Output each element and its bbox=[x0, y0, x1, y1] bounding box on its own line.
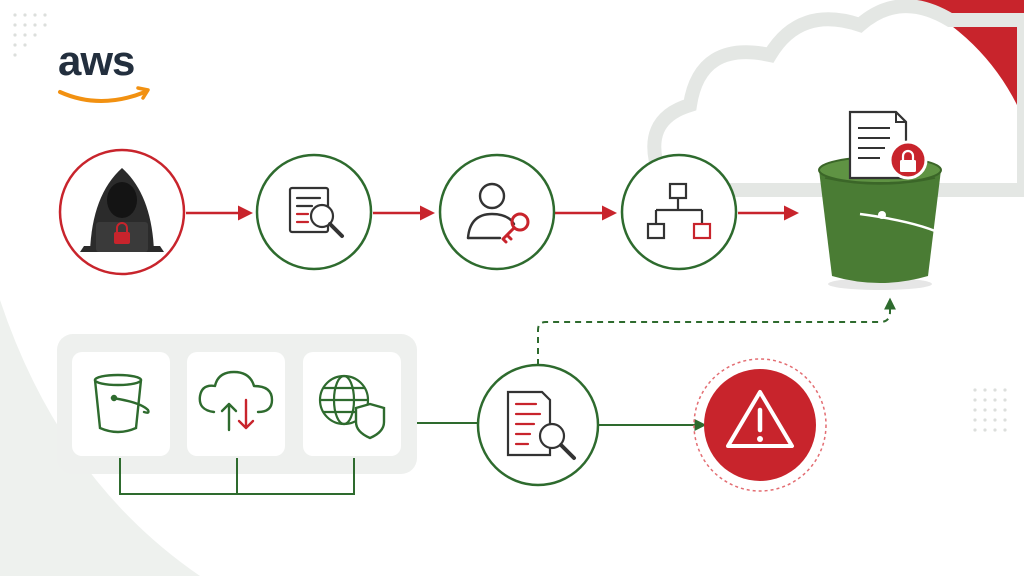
log-document-search-icon bbox=[506, 390, 576, 460]
lock-badge-icon bbox=[888, 140, 928, 180]
user-key-icon bbox=[466, 182, 530, 244]
cloud-upload-download-icon bbox=[198, 370, 274, 432]
attack-flow bbox=[58, 110, 949, 290]
log-analysis-node bbox=[476, 363, 600, 487]
detection-flow bbox=[57, 297, 896, 495]
source-card-cloud-transfer bbox=[187, 352, 285, 456]
source-bus-line bbox=[119, 458, 355, 495]
globe-shield-icon bbox=[318, 374, 386, 440]
document-search-icon bbox=[288, 186, 344, 238]
source-card-globe-shield bbox=[303, 352, 401, 456]
hierarchy-node bbox=[620, 153, 738, 271]
document-search-node bbox=[255, 153, 373, 271]
aws-logo: aws bbox=[58, 37, 135, 84]
s3-bucket-locked-document bbox=[818, 110, 949, 290]
security-alert-node bbox=[693, 358, 827, 492]
hooded-hacker-icon bbox=[80, 168, 164, 252]
user-key-node bbox=[438, 153, 556, 271]
source-card-s3-bucket bbox=[72, 352, 170, 456]
warning-triangle-icon bbox=[726, 390, 794, 448]
hooded-hacker-node bbox=[58, 148, 186, 276]
hierarchy-icon bbox=[646, 182, 712, 240]
s3-bucket-icon bbox=[93, 373, 150, 434]
analysis-to-bucket-dashed-arrow bbox=[537, 297, 896, 365]
aws-smile-icon bbox=[58, 90, 147, 103]
